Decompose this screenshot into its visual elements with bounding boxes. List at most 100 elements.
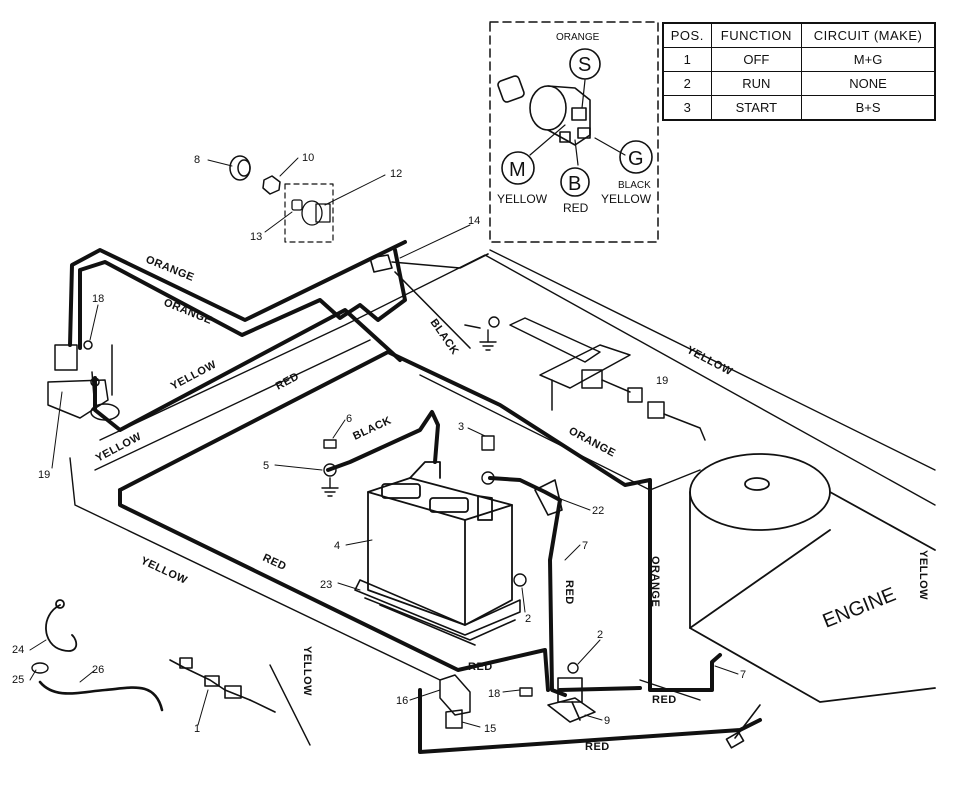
- callout-5: 5: [263, 460, 269, 472]
- table-row: 3 START B+S: [662, 95, 936, 121]
- callout-10: 10: [302, 152, 314, 164]
- header-pos: POS.: [662, 22, 712, 48]
- left-relay: [47, 340, 120, 421]
- callout-6: 6: [346, 413, 352, 425]
- solenoid-9: [547, 677, 596, 723]
- cell-function: START: [710, 95, 803, 121]
- orange-wire-lower: [78, 248, 407, 350]
- wire-26: [38, 680, 164, 712]
- wire-label-red-6: RED: [585, 741, 610, 753]
- cell-circuit: M+G: [801, 47, 936, 72]
- switch-yellow-m-label: YELLOW: [497, 192, 548, 206]
- wire-label-red-4: RED: [468, 661, 493, 673]
- wire-label-red-5: RED: [652, 694, 677, 706]
- hardware-small: [323, 435, 579, 697]
- table-row: 2 RUN NONE: [662, 71, 936, 96]
- callout-19-left: 19: [38, 469, 50, 481]
- wire-label-orange-1: ORANGE: [144, 254, 196, 284]
- cell-function: OFF: [710, 47, 803, 72]
- engine-label: ENGINE: [820, 584, 899, 633]
- terminal-g: [619, 140, 653, 174]
- callout-leaders: [29, 157, 739, 728]
- engine-lead: [725, 704, 761, 749]
- terminal-m-letter: M: [509, 159, 526, 181]
- switch-orange-label: ORANGE: [556, 32, 600, 43]
- wire-label-orange-4: ORANGE: [649, 556, 661, 607]
- cell-pos: 3: [662, 95, 712, 121]
- table-header-row: POS. FUNCTION CIRCUIT (MAKE): [662, 22, 936, 48]
- callout-23: 23: [320, 579, 332, 591]
- wire-label-yellow-5: YELLOW: [685, 344, 735, 378]
- cell-pos: 2: [662, 71, 712, 96]
- ground-symbol-14: [479, 316, 500, 351]
- cell-circuit: B+S: [801, 95, 936, 121]
- wire-24: [45, 599, 78, 652]
- header-function: FUNCTION: [710, 22, 803, 48]
- callout-8: 8: [194, 154, 200, 166]
- callout-2-right: 2: [525, 613, 531, 625]
- switch-bezel-part: [229, 155, 251, 181]
- wire-label-yellow-4: YELLOW: [301, 646, 313, 696]
- battery-cable-black: [326, 410, 440, 472]
- ignition-key-part: [291, 199, 331, 226]
- battery-tray-23: [354, 579, 521, 646]
- terminal-s-letter: S: [578, 54, 591, 76]
- terminal-b-letter: B: [568, 173, 581, 195]
- callout-13: 13: [250, 231, 262, 243]
- red-wire-lower: [118, 488, 550, 692]
- callout-24: 24: [12, 644, 24, 656]
- callout-14: 14: [468, 215, 480, 227]
- wire-label-red-2: RED: [261, 552, 288, 573]
- ignition-switch-icon: [497, 75, 591, 146]
- switch-yellow-g-label: YELLOW: [601, 192, 652, 206]
- callout-22: 22: [592, 505, 604, 517]
- harness-1: [169, 657, 276, 713]
- callout-15: 15: [484, 723, 496, 735]
- red-wire-loop: [118, 350, 722, 692]
- engine-block: [689, 453, 936, 703]
- cell-function: RUN: [710, 71, 803, 96]
- switch-dashed-box: [284, 183, 334, 243]
- switch-red-label: RED: [563, 201, 589, 215]
- clamp-25: [31, 662, 49, 674]
- terminal-g-letter: G: [628, 148, 644, 170]
- switch-position-table: POS. FUNCTION CIRCUIT (MAKE) 1 OFF M+G 2…: [662, 22, 936, 121]
- bracket-16: [439, 674, 471, 716]
- cell-circuit: NONE: [801, 71, 936, 96]
- callout-18-lower: 18: [488, 688, 500, 700]
- battery-4: [367, 461, 513, 626]
- clip-15: [445, 709, 463, 729]
- connector-14: [369, 253, 489, 349]
- switch-terminal-leaders: [529, 79, 626, 166]
- callout-9: 9: [604, 715, 610, 727]
- wire-label-yellow-6: YELLOW: [917, 550, 929, 600]
- wire-label-black-2: BLACK: [351, 415, 393, 443]
- terminal-b: [560, 167, 590, 197]
- callout-25: 25: [12, 674, 24, 686]
- wire-harness: [68, 240, 762, 754]
- wire-label-red-3: RED: [563, 580, 575, 605]
- callout-7-right: 7: [740, 669, 746, 681]
- callout-19-right: 19: [656, 375, 668, 387]
- callout-4: 4: [334, 540, 340, 552]
- wire-label-red-1: RED: [274, 370, 301, 392]
- boot-22: [534, 479, 563, 516]
- ground-symbol-5: [321, 477, 339, 497]
- callout-3: 3: [458, 421, 464, 433]
- switch-black-label: BLACK: [618, 180, 651, 191]
- orange-wire-upper: [68, 240, 407, 347]
- ignition-switch-inset: [489, 21, 659, 243]
- callout-1: 1: [194, 723, 200, 735]
- wire-label-yellow-3: YELLOW: [139, 555, 190, 587]
- thin-harness-lines: [69, 249, 936, 751]
- callout-12: 12: [390, 168, 402, 180]
- callout-7-top: 7: [582, 540, 588, 552]
- header-circuit: CIRCUIT (MAKE): [801, 22, 936, 48]
- terminal-s: [569, 48, 601, 80]
- table-row: 1 OFF M+G: [662, 47, 936, 72]
- terminal-m: [501, 151, 535, 185]
- callout-18-left: 18: [92, 293, 104, 305]
- hex-nut-part: [262, 175, 281, 195]
- relay-bracket: [509, 317, 706, 441]
